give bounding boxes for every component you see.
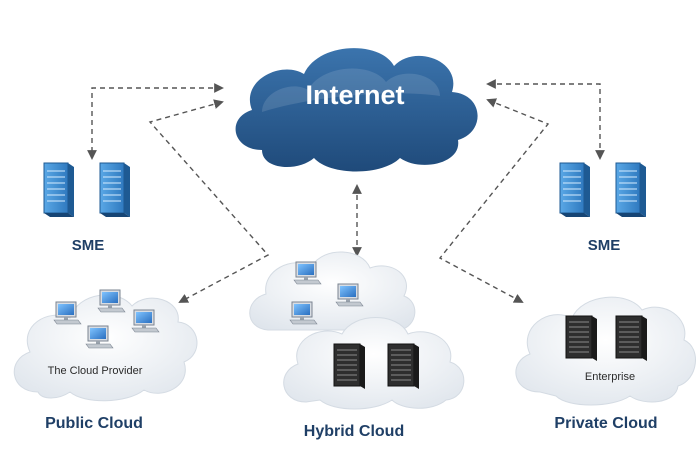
connector-internet-sme-left (87, 83, 224, 160)
rack-server-icon (565, 315, 598, 362)
connector-internet-private-cloud (438, 98, 550, 303)
hybrid-cloud-front-shape (283, 317, 465, 410)
internet-cloud-shape (235, 48, 478, 172)
connectors (87, 79, 605, 303)
cloud-provider-label: The Cloud Provider (48, 365, 143, 377)
internet-label: Internet (305, 80, 404, 110)
internet-cloud: Internet (235, 48, 478, 172)
sme-right-label: SME (588, 237, 621, 254)
connector-internet-sme-right (486, 79, 605, 160)
rack-server-icon (615, 315, 648, 362)
hybrid-cloud-back-shape (249, 251, 416, 331)
sme-left-label: SME (72, 237, 105, 254)
hybrid-cloud-label: Hybrid Cloud (304, 423, 404, 440)
sme-left-group: SME (43, 162, 131, 254)
public-cloud-label: Public Cloud (45, 415, 143, 432)
blue-server-icon (559, 162, 591, 218)
rack-server-icon (333, 343, 366, 390)
blue-server-icon (43, 162, 75, 218)
private-cloud-label: Private Cloud (554, 415, 657, 432)
public-cloud-group: The Cloud Provider Public Cloud (13, 289, 198, 432)
connector-internet-public-cloud (148, 99, 270, 303)
sme-right-group: SME (559, 162, 647, 254)
enterprise-label: Enterprise (585, 371, 635, 383)
hybrid-cloud-group: Hybrid Cloud (249, 251, 465, 440)
blue-server-icon (615, 162, 647, 218)
blue-server-icon (99, 162, 131, 218)
private-cloud-shape (515, 296, 696, 406)
private-cloud-group: Enterprise Private Cloud (515, 296, 696, 432)
rack-server-icon (387, 343, 420, 390)
